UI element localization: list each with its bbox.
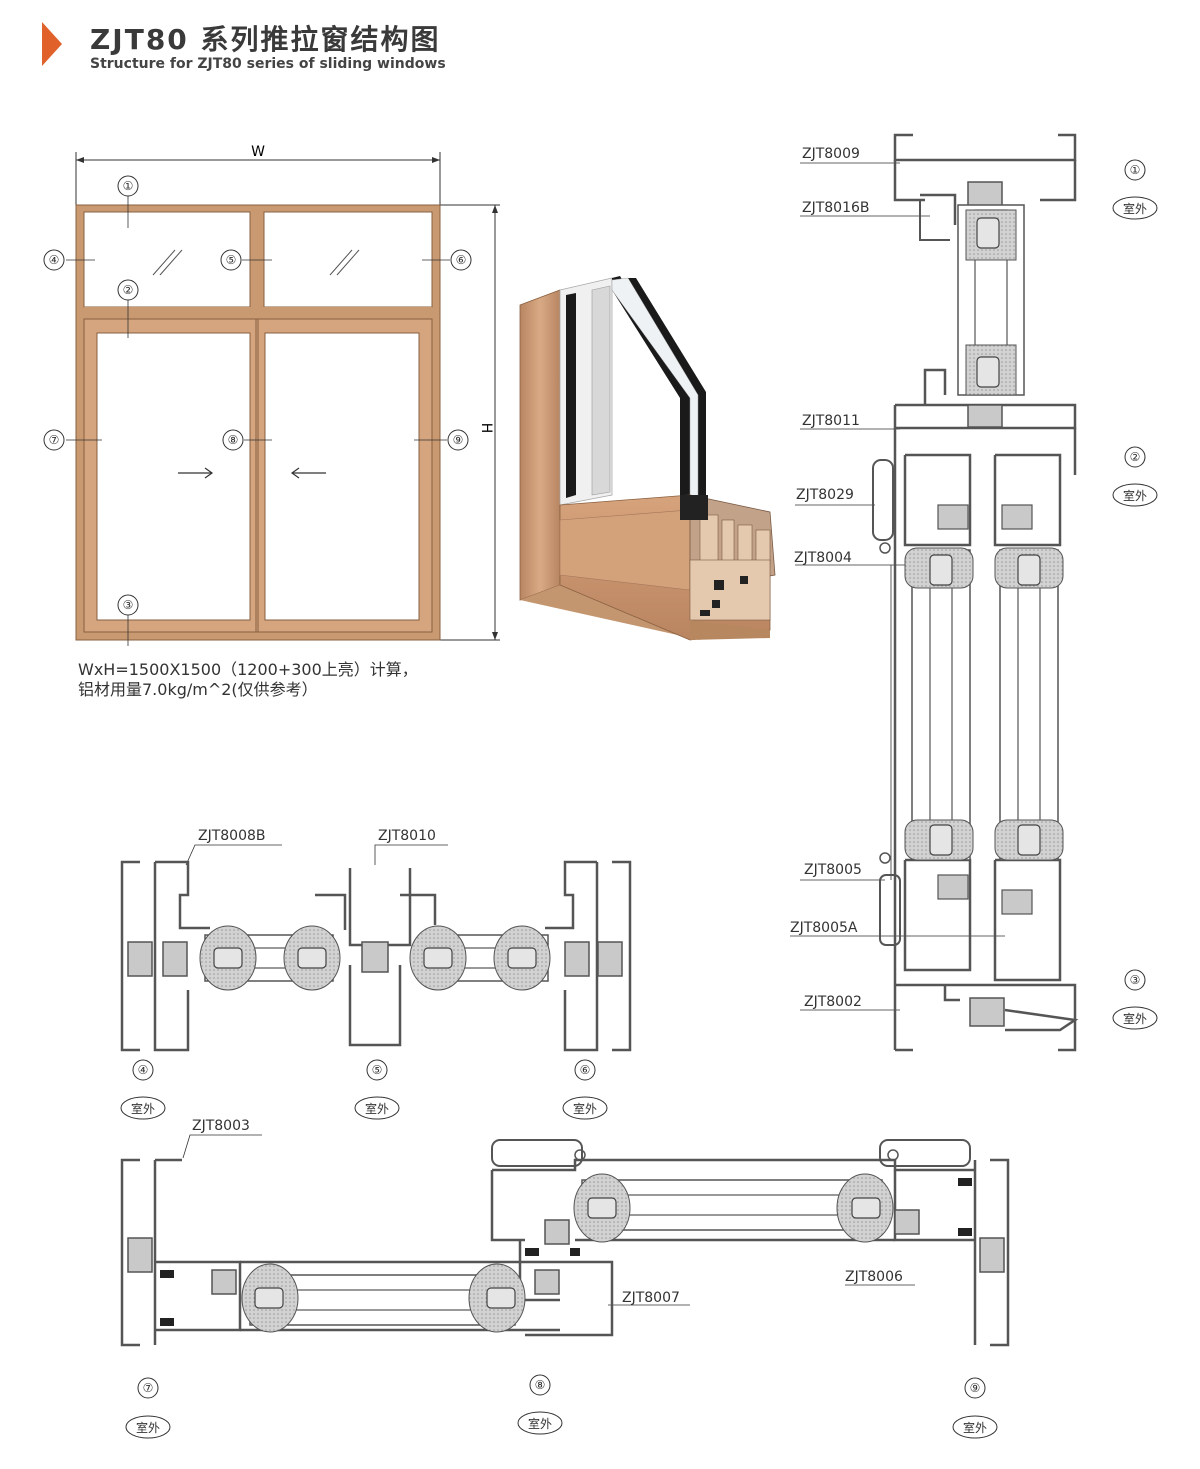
- label-zjt8029: ZJT8029: [796, 487, 854, 503]
- section-marker-3: ③: [1130, 973, 1141, 987]
- marker-9-label: ⑨: [453, 433, 464, 447]
- page-subtitle: Structure for ZJT80 series of sliding wi…: [90, 56, 446, 72]
- label-zjt8007: ZJT8007: [622, 1290, 680, 1306]
- section-marker-2: ②: [1130, 450, 1141, 464]
- label-zjt8004: ZJT8004: [794, 550, 852, 566]
- header-accent-triangle: [42, 22, 62, 66]
- marker-5-label: ⑤: [226, 253, 237, 267]
- label-zjt8009: ZJT8009: [802, 146, 860, 162]
- header: ZJT80 系列推拉窗结构图 Structure for ZJT80 serie…: [40, 18, 600, 78]
- material-note: WxH=1500X1500（1200+300上亮）计算， 铝材用量7.0kg/m…: [78, 660, 418, 700]
- section-marker-1: ①: [1130, 163, 1141, 177]
- outdoor-tag-6: 室外: [573, 1101, 597, 1116]
- outdoor-tag-3: 室外: [1123, 1011, 1147, 1026]
- label-zjt8011: ZJT8011: [802, 413, 860, 429]
- marker-7-label: ⑦: [49, 433, 60, 447]
- outdoor-tag-8: 室外: [528, 1416, 552, 1431]
- outdoor-tag-7: 室外: [136, 1420, 160, 1435]
- outdoor-tag-2: 室外: [1123, 488, 1147, 503]
- vertical-section: ZJT8009 ZJT8016B ZJT8011 ZJT8029 ZJT8004…: [790, 133, 1158, 1052]
- marker-8: [222, 429, 244, 451]
- height-label: H: [478, 423, 494, 434]
- marker-1-label: ①: [123, 179, 134, 193]
- section-marker-8: ⑧: [535, 1378, 546, 1392]
- marker-3: [117, 594, 139, 616]
- label-zjt8016b: ZJT8016B: [802, 200, 870, 216]
- label-zjt8003: ZJT8003: [192, 1118, 250, 1134]
- section-marker-7: ⑦: [143, 1381, 154, 1395]
- outdoor-tag-5: 室外: [365, 1101, 389, 1116]
- marker-7: [43, 429, 65, 451]
- note-line-2: 铝材用量7.0kg/m^2(仅供参考）: [78, 680, 318, 699]
- label-zjt8010: ZJT8010: [378, 828, 436, 844]
- page-title: ZJT80 系列推拉窗结构图: [90, 23, 441, 56]
- outdoor-tag-1: 室外: [1123, 201, 1147, 216]
- window-elevation: W H: [43, 144, 500, 646]
- marker-3-label: ③: [123, 598, 134, 612]
- section-marker-4: ④: [138, 1063, 149, 1077]
- marker-4: [43, 249, 65, 271]
- width-label: W: [251, 144, 265, 160]
- marker-2: [117, 279, 139, 301]
- marker-4-label: ④: [49, 253, 60, 267]
- marker-5: [220, 249, 242, 271]
- marker-8-label: ⑧: [228, 433, 239, 447]
- label-zjt8006: ZJT8006: [845, 1269, 903, 1285]
- corner-profile-render: [519, 276, 776, 641]
- section-marker-9: ⑨: [970, 1381, 981, 1395]
- label-zjt8005: ZJT8005: [804, 862, 862, 878]
- outdoor-tag-9: 室外: [963, 1420, 987, 1435]
- outdoor-tag-4: 室外: [131, 1101, 155, 1116]
- label-zjt8002: ZJT8002: [804, 994, 862, 1010]
- marker-6-label: ⑥: [456, 253, 467, 267]
- note-line-1: WxH=1500X1500（1200+300上亮）计算，: [78, 660, 418, 679]
- sash-horizontal-section: ZJT8003 ZJT8007 ZJT8006 ⑦ ⑧ ⑨ 室外 室外 室外: [120, 1118, 1010, 1439]
- marker-1: [117, 175, 139, 197]
- section-marker-6: ⑥: [580, 1063, 591, 1077]
- marker-2-label: ②: [123, 283, 134, 297]
- label-zjt8008b: ZJT8008B: [198, 828, 266, 844]
- marker-6: [450, 249, 472, 271]
- marker-9: [447, 429, 469, 451]
- transom-horizontal-section: ZJT8008B ZJT8010 ④ ⑤ ⑥ 室外 室外 室外: [120, 828, 632, 1120]
- section-marker-5: ⑤: [372, 1063, 383, 1077]
- label-zjt8005a: ZJT8005A: [790, 920, 858, 936]
